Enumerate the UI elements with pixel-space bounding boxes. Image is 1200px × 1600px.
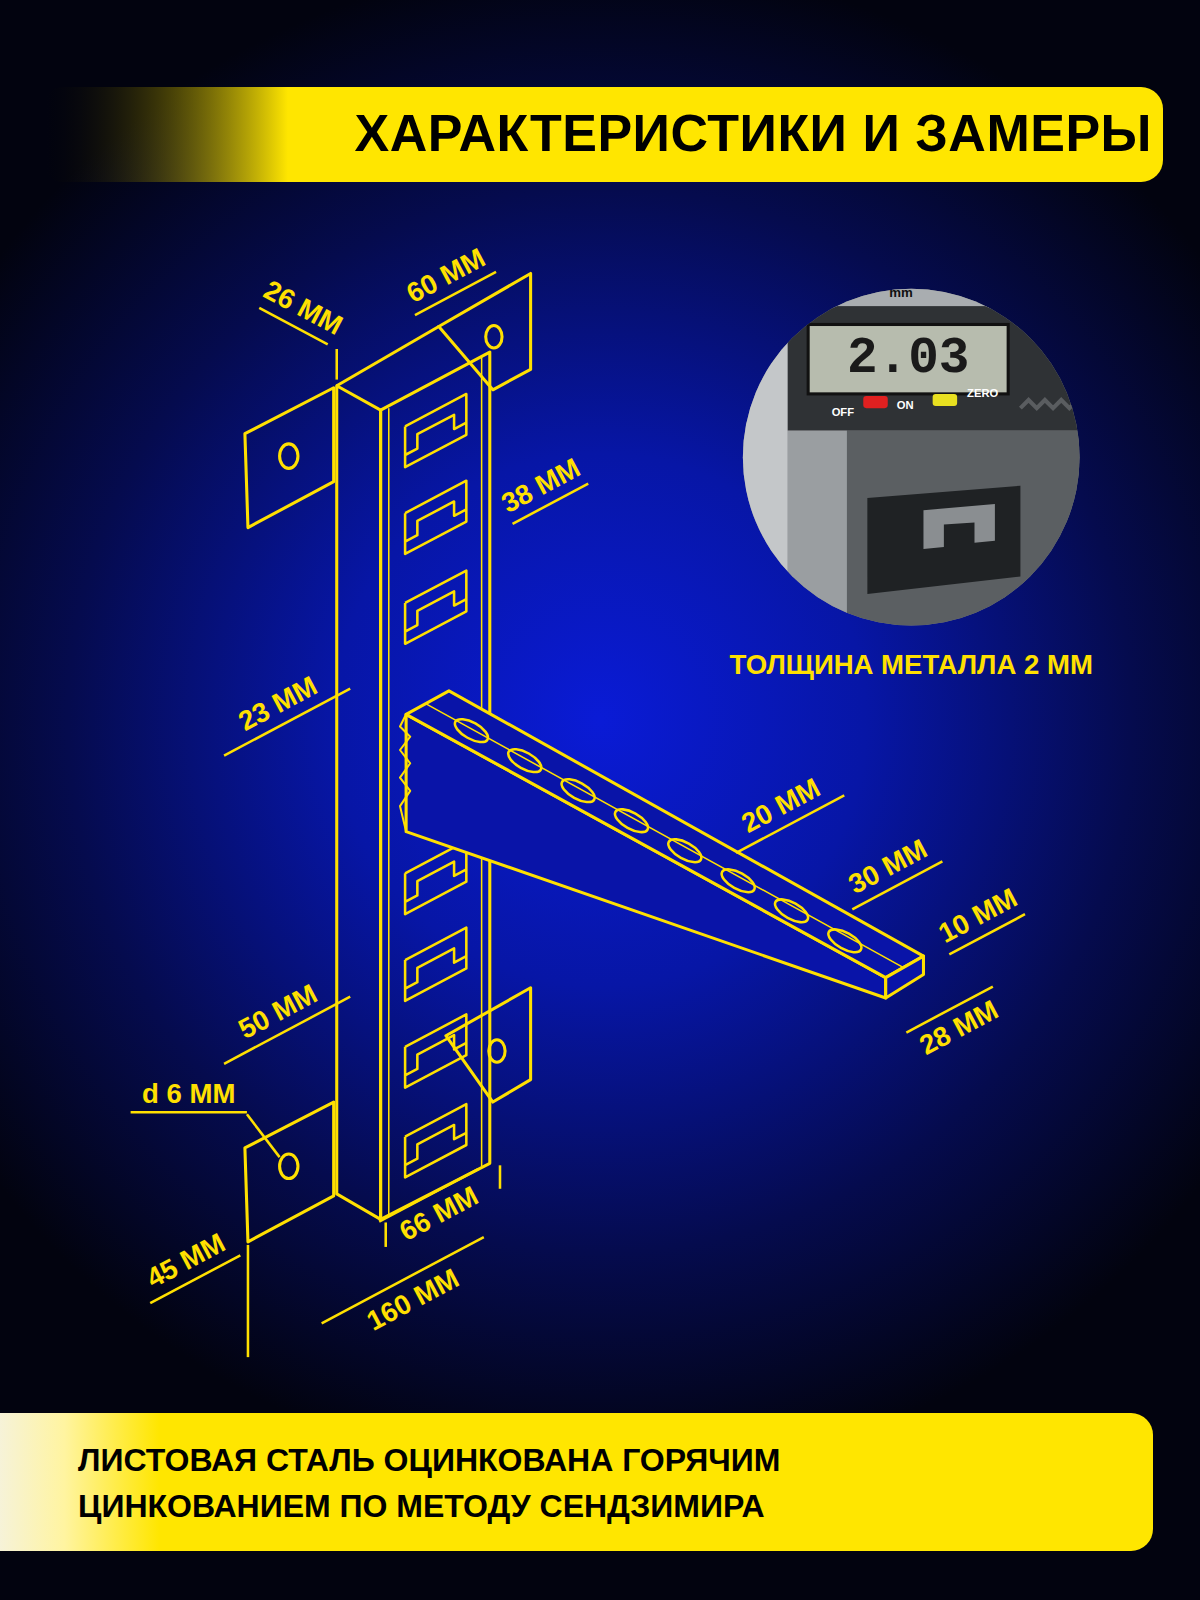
dimension-label: d 6 ММ bbox=[142, 1079, 235, 1109]
arm-end bbox=[886, 956, 924, 998]
title-band bbox=[41, 87, 1163, 182]
caliper-jaw bbox=[788, 431, 847, 645]
arm-hooks bbox=[400, 714, 410, 831]
dimension-line bbox=[131, 1111, 247, 1114]
column-slot bbox=[405, 1104, 466, 1177]
arm-top bbox=[406, 691, 923, 978]
thickness-note: ТОЛЩИНА МЕТАЛЛА 2 ММ bbox=[730, 650, 1093, 680]
extension-line bbox=[499, 1165, 502, 1188]
bottom-left-tab bbox=[245, 1102, 334, 1242]
mount-hole bbox=[486, 326, 502, 348]
arm-slot bbox=[558, 775, 598, 807]
top-left-tab bbox=[245, 388, 334, 528]
arm-slot bbox=[772, 895, 812, 927]
bracket-drawing bbox=[131, 272, 1102, 1357]
mount-hole bbox=[280, 1154, 298, 1178]
arm-slots bbox=[451, 715, 865, 957]
caption: ЛИСТОВАЯ СТАЛЬ ОЦИНКОВАНА ГОРЯЧИМ ЦИНКОВ… bbox=[78, 1437, 1038, 1529]
zero-button bbox=[933, 394, 957, 406]
caliper-display bbox=[808, 324, 1008, 393]
caliper-text: mm bbox=[889, 286, 913, 301]
column-slot bbox=[405, 394, 466, 467]
arm bbox=[400, 691, 923, 998]
column-slot bbox=[405, 571, 466, 644]
caliper-text: ZERO bbox=[967, 387, 998, 399]
column-top-lip bbox=[337, 327, 439, 386]
extension-line bbox=[384, 1222, 387, 1246]
arm-slot bbox=[451, 715, 491, 747]
arm-slot bbox=[665, 835, 705, 867]
bracket-notch-photo bbox=[923, 504, 994, 549]
arm-rim bbox=[427, 704, 904, 967]
column-slot bbox=[405, 928, 466, 1001]
arm-slot bbox=[505, 745, 545, 777]
column-side bbox=[337, 386, 381, 1220]
title: ХАРАКТЕРИСТИКИ И ЗАМЕРЫ bbox=[355, 105, 1152, 162]
caliper-text: 2.03 bbox=[847, 331, 969, 387]
caliper-teeth bbox=[1020, 400, 1077, 408]
caliper-body bbox=[788, 306, 1084, 430]
leader-line bbox=[247, 1114, 280, 1157]
column-fold bbox=[388, 408, 390, 1214]
bracket-photo bbox=[847, 431, 1092, 645]
column-slot bbox=[405, 1014, 466, 1087]
column-slot bbox=[405, 481, 466, 554]
arm-slot bbox=[611, 805, 651, 837]
dimension-lines bbox=[131, 272, 1025, 1323]
extension-line bbox=[335, 349, 338, 380]
arm-side bbox=[406, 714, 886, 998]
caliper-photo bbox=[735, 276, 1102, 645]
column-slot bbox=[405, 841, 466, 914]
bracket-slot-photo bbox=[867, 486, 1020, 594]
photo-scale-band bbox=[735, 276, 1102, 309]
arm-slot bbox=[825, 925, 865, 957]
leaders bbox=[247, 349, 500, 1357]
arm-slot bbox=[718, 865, 758, 897]
off-button bbox=[863, 396, 887, 408]
caliper-text: OFF bbox=[832, 406, 854, 418]
caption-band bbox=[0, 1413, 1153, 1551]
caliper-text: ON bbox=[897, 399, 914, 411]
extension-line bbox=[247, 1245, 250, 1357]
photo-light-side bbox=[735, 306, 788, 643]
mount-hole bbox=[280, 444, 298, 468]
